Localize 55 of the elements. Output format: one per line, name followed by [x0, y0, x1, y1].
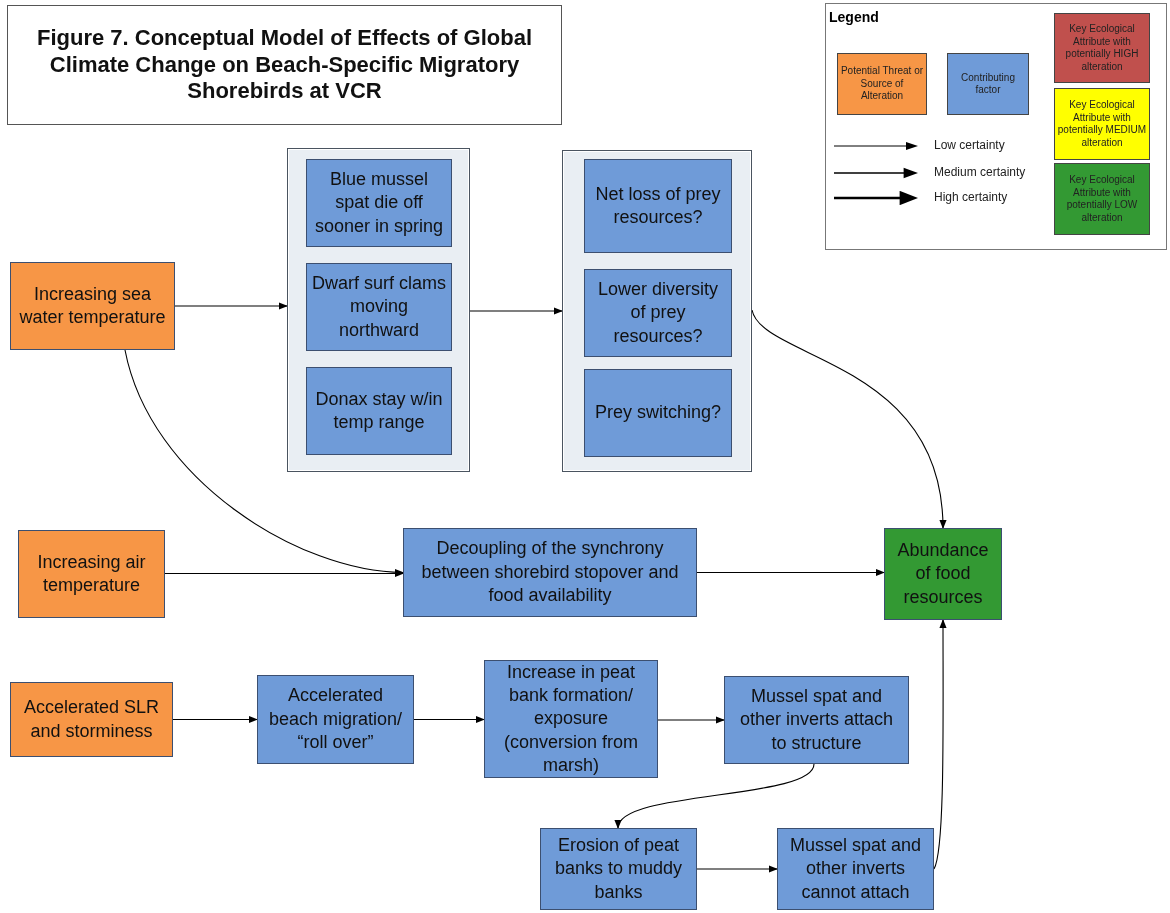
arrow	[657, 716, 725, 724]
process-box	[10, 262, 175, 350]
process-box	[484, 660, 658, 778]
node-label: Mussel spat and other inverts cannot attach	[788, 833, 923, 904]
arrow	[696, 865, 778, 873]
title: Figure 7. Conceptual Model of Effects of Global Climate Change on Beach-Specific Migratory Shorebirds at VCR	[35, 24, 533, 106]
process-box	[584, 369, 732, 457]
process-box	[10, 682, 173, 757]
node-label: Lower diversity of prey resources?	[596, 277, 719, 348]
node-label: Increasing sea water temperature	[18, 282, 167, 329]
legend-title: Legend	[829, 9, 879, 25]
process-box	[584, 269, 732, 357]
node-label: Increasing air temperature	[36, 550, 147, 597]
node-label: Prey switching?	[593, 401, 723, 425]
group-box	[562, 150, 752, 472]
node-label: Dwarf surf clams moving northward	[311, 271, 447, 342]
node-label: Net loss of prey resources?	[594, 182, 722, 229]
legend-label: Key Ecological Attribute with potentially HIGH alteration	[1064, 23, 1140, 73]
node-label: Increase in peat bank formation/ exposure (conversion from marsh)	[502, 660, 639, 778]
process-box	[257, 675, 414, 764]
arrow	[617, 763, 815, 829]
arrow	[172, 715, 258, 724]
legend-label: Contributing factor	[960, 71, 1016, 97]
node-label: Donax stay w/in temp range	[314, 387, 444, 434]
legend-label: Low certainty	[934, 138, 1005, 152]
node-label: Abundance of food resources	[896, 538, 990, 609]
legend-label: Key Ecological Attribute with potentially LOW alteration	[1065, 174, 1139, 224]
process-box	[306, 367, 452, 455]
arrow	[174, 302, 288, 310]
process-box	[884, 528, 1002, 620]
arrow	[124, 349, 404, 576]
group-box	[287, 148, 470, 472]
node-label: Mussel spat and other inverts attach to structure	[738, 684, 895, 755]
node-label: Accelerated beach migration/ “roll over”	[267, 684, 404, 755]
process-box	[306, 159, 452, 247]
legend-label: Potential Threat or Source of Alteration	[839, 65, 925, 103]
node-label: Blue mussel spat die off sooner in spring	[313, 167, 445, 238]
process-box	[777, 828, 934, 910]
legend-label: Medium certainty	[934, 165, 1026, 179]
process-box	[403, 528, 697, 617]
process-box	[584, 159, 732, 253]
arrow	[751, 309, 946, 529]
node-label: Decoupling of the synchrony between shorebird stopover and food availability	[420, 537, 680, 608]
process-box	[18, 530, 165, 618]
node-label: Erosion of peat banks to muddy banks	[553, 833, 684, 904]
arrow	[413, 715, 485, 724]
process-box	[306, 263, 452, 351]
arrow	[696, 568, 885, 577]
legend-label: High certainty	[934, 190, 1008, 204]
legend-label: Key Ecological Attribute with potentially MEDIUM alteration	[1056, 99, 1148, 149]
arrow	[469, 307, 563, 315]
arrow	[933, 619, 947, 870]
process-box	[540, 828, 697, 910]
process-box	[724, 676, 909, 764]
node-label: Accelerated SLR and storminess	[22, 696, 161, 743]
